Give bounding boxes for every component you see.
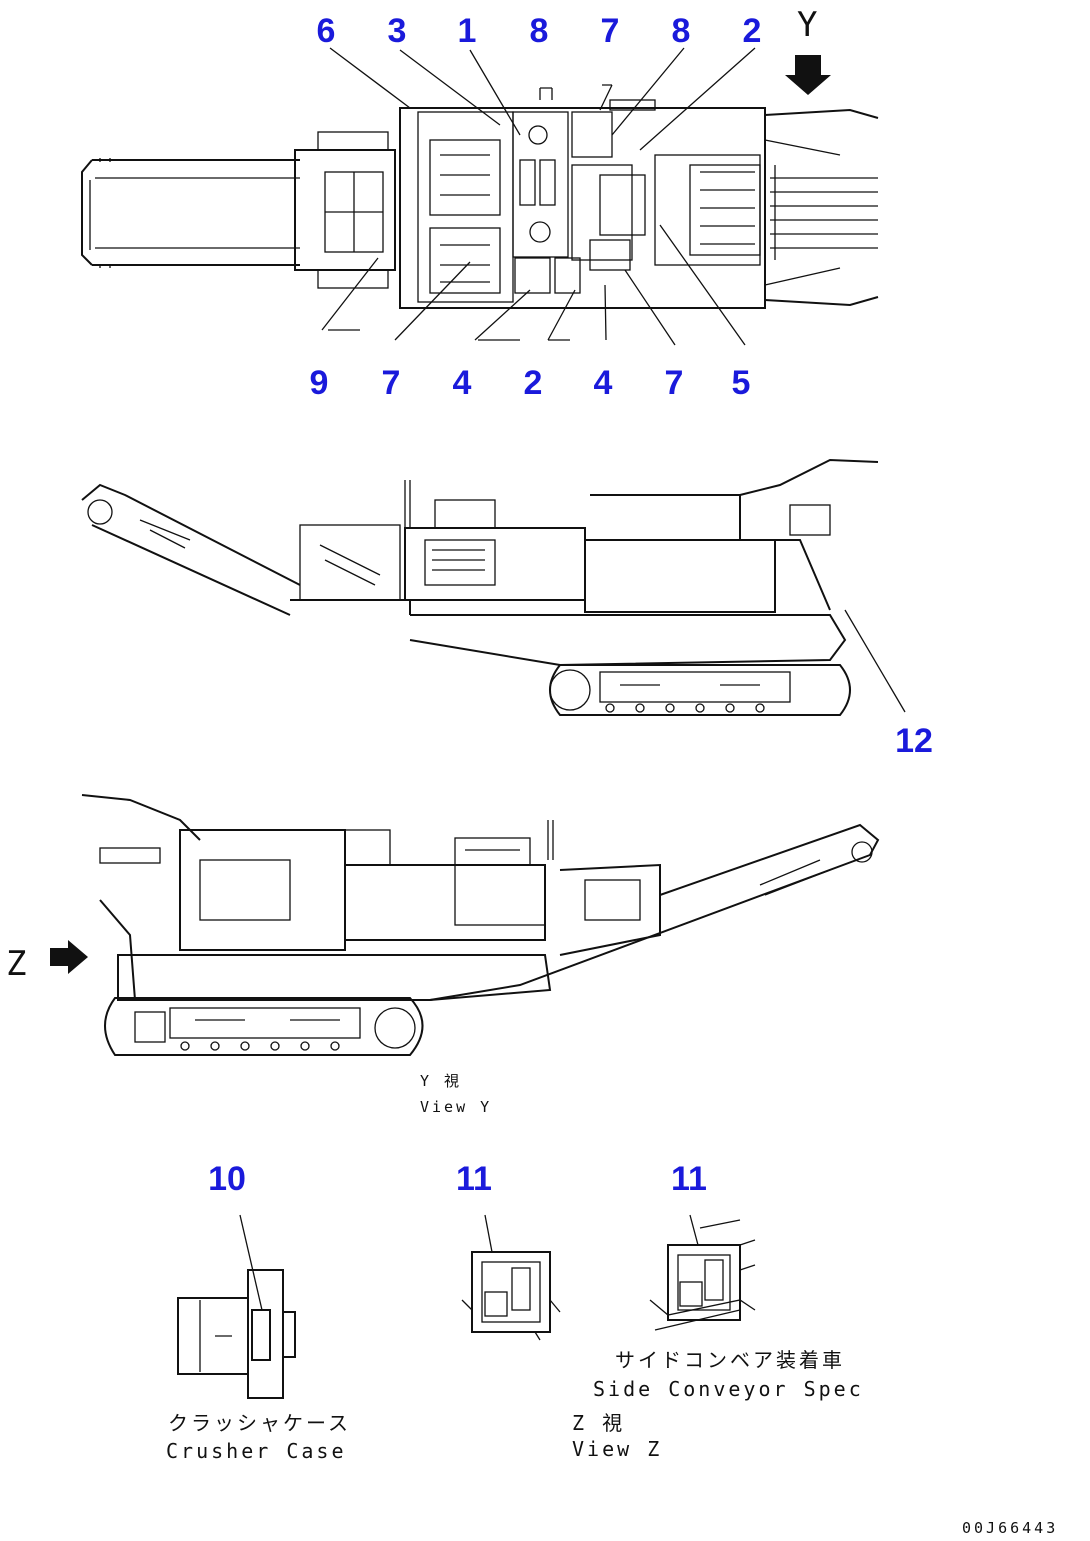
callout-10: 10	[208, 1160, 246, 1198]
view-y-caption-jp: Y 視	[420, 1072, 462, 1090]
callout-3: 3	[388, 12, 407, 50]
callout-1: 1	[458, 12, 477, 50]
callout-7b: 7	[382, 364, 401, 402]
side-conveyor-drawing	[649, 1214, 756, 1331]
side-conveyor-caption-en: Side Conveyor Spec	[593, 1377, 864, 1401]
side-view-left-drawing	[81, 458, 879, 716]
callout-11-view-z: 11	[456, 1160, 492, 1198]
callout-2: 2	[743, 12, 762, 50]
callout-8b: 8	[672, 12, 691, 50]
side-view-right-drawing	[81, 794, 880, 1056]
callout-8: 8	[530, 12, 549, 50]
crusher-case-drawing	[177, 1214, 296, 1399]
callouts-bottom-row: 9 7 4 2 4 7 5	[310, 364, 751, 402]
top-view-drawing	[81, 47, 879, 346]
callout-2b: 2	[524, 364, 543, 402]
callout-6: 6	[317, 12, 336, 50]
callout-4: 4	[453, 364, 472, 402]
callout-11-side-conveyor: 11	[671, 1160, 707, 1198]
view-z-caption-jp: Z 視	[572, 1411, 625, 1435]
side-conveyor-caption-jp: サイドコンベア装着車	[615, 1348, 845, 1372]
view-y-arrow: Y	[785, 5, 831, 95]
view-y-marker: Y	[797, 5, 817, 45]
leader-12	[844, 609, 906, 713]
callout-7c: 7	[665, 364, 684, 402]
view-z-arrow: Z	[6, 940, 88, 984]
view-z-marker: Z	[6, 944, 26, 984]
crusher-case-caption-jp: クラッシャケース	[168, 1411, 351, 1435]
callout-9: 9	[310, 364, 329, 402]
view-z-drawing	[461, 1214, 561, 1341]
callout-7: 7	[601, 12, 620, 50]
crusher-case-caption-en: Crusher Case	[166, 1439, 347, 1463]
part-code: 00J66443	[962, 1519, 1058, 1537]
callout-5: 5	[732, 364, 751, 402]
callouts-top-row: 6 3 1 8 7 8 2	[317, 12, 762, 50]
callout-4b: 4	[594, 364, 613, 402]
view-y-caption-en: View Y	[420, 1098, 492, 1116]
view-z-caption-en: View Z	[572, 1437, 662, 1461]
callout-12: 12	[895, 722, 933, 760]
